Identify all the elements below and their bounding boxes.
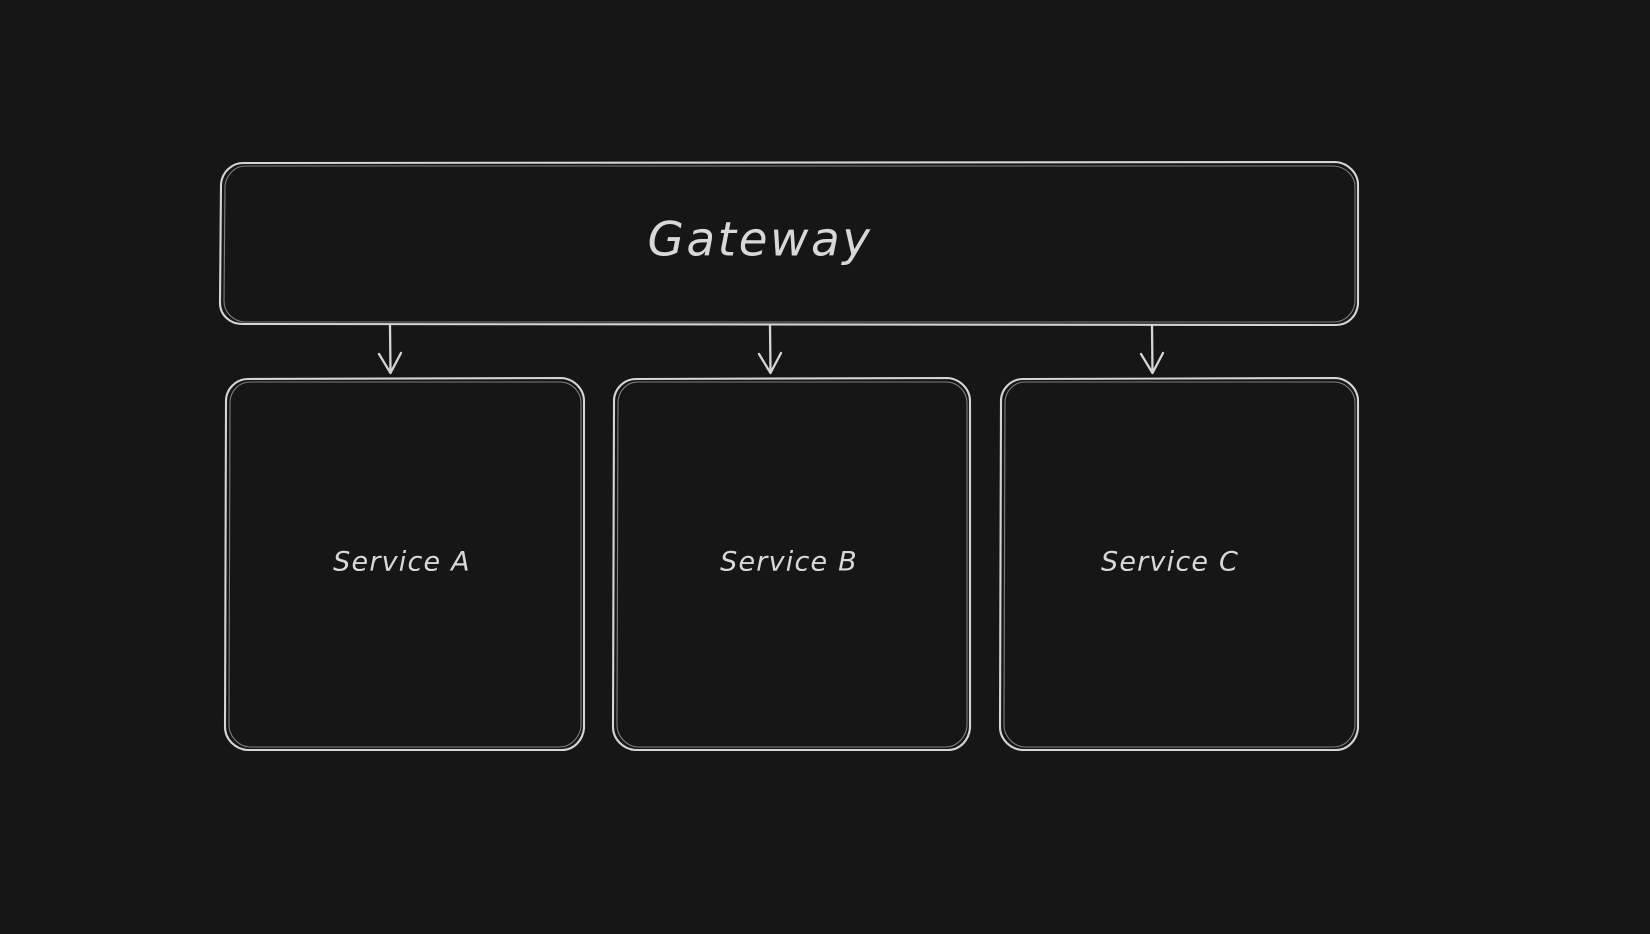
node-label-service-b: Service B [720,546,858,578]
node-label-service-a: Service A [333,546,471,578]
node-label-gateway: Gateway [647,212,873,268]
edge-gateway-service-b[interactable] [757,323,783,375]
node-service-b-shape[interactable] [611,376,972,752]
node-service-c-shape[interactable] [998,376,1360,752]
node-service-a-shape[interactable] [223,376,586,752]
node-gateway-shape[interactable] [218,160,1360,327]
edge-gateway-service-c[interactable] [1139,323,1165,375]
node-label-service-c: Service C [1100,546,1240,578]
edge-gateway-service-a[interactable] [377,323,403,375]
